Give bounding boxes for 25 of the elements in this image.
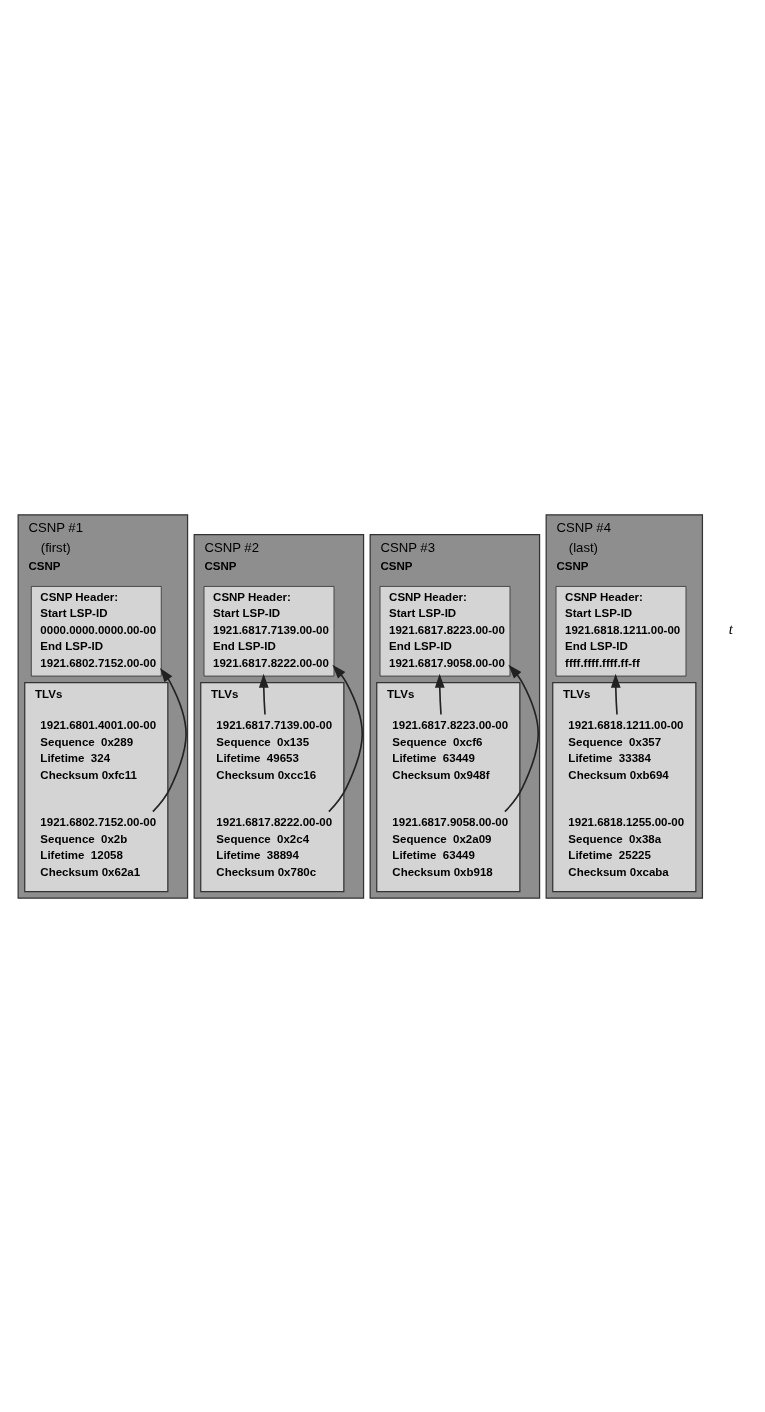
node-box: CSNP Header: Start LSP-ID 1921.6817.7139.00-00 End LSP-ID 1921.6817.8222.00-00 — [203, 585, 335, 676]
node-text: 1921.6818.1255.00-00 Sequence 0x38a Lifetime 25225 Checksum 0xcaba — [568, 815, 685, 878]
node-label: (first) — [40, 539, 71, 555]
node-label: (last) — [568, 539, 598, 555]
node-text: 1921.6817.8222.00-00 Sequence 0x2c4 Lifetime 38894 Checksum 0x780c — [216, 815, 333, 878]
arrow — [152, 667, 187, 812]
node-box: CSNP Header: Start LSP-ID 1921.6818.1211.00-00 End LSP-ID ffff.ffff.ffff.ff-ff — [555, 585, 687, 676]
node-label: CSNP #2 — [204, 539, 259, 555]
arrow — [434, 673, 445, 715]
arrow — [328, 664, 364, 812]
node-label: CSNP #3 — [380, 539, 435, 555]
arrow — [258, 673, 269, 715]
node-text: 1921.6818.1211.00-00 Sequence 0x357 Lifetime 33384 Checksum 0xb694 — [568, 718, 684, 781]
node-text: 1921.6817.7139.00-00 Sequence 0x135 Lifetime 49653 Checksum 0xcc16 — [216, 718, 333, 781]
arrow — [610, 673, 621, 715]
node-text: 1921.6802.7152.00-00 Sequence 0x2b Lifetime 12058 Checksum 0x62a1 — [40, 815, 157, 878]
node-text: 1921.6817.9058.00-00 Sequence 0x2a09 Lifetime 63449 Checksum 0xb918 — [392, 815, 509, 878]
arrow — [504, 664, 540, 812]
node-box: CSNP Header: Start LSP-ID 0000.0000.0000.00-00 End LSP-ID 1921.6802.7152.00-00 — [30, 585, 162, 676]
node-text: 1921.6817.8223.00-00 Sequence 0xcf6 Lifetime 63449 Checksum 0x948f — [392, 718, 509, 781]
node-label: CSNP #4 — [556, 519, 611, 535]
node-box: CSNP Header: Start LSP-ID 1921.6817.8223.00-00 End LSP-ID 1921.6817.9058.00-00 — [379, 585, 511, 676]
label: t — [728, 620, 733, 637]
node-text: 1921.6801.4001.00-00 Sequence 0x289 Lifetime 324 Checksum 0xfc11 — [40, 718, 157, 781]
node-label: CSNP #1 — [28, 519, 83, 535]
